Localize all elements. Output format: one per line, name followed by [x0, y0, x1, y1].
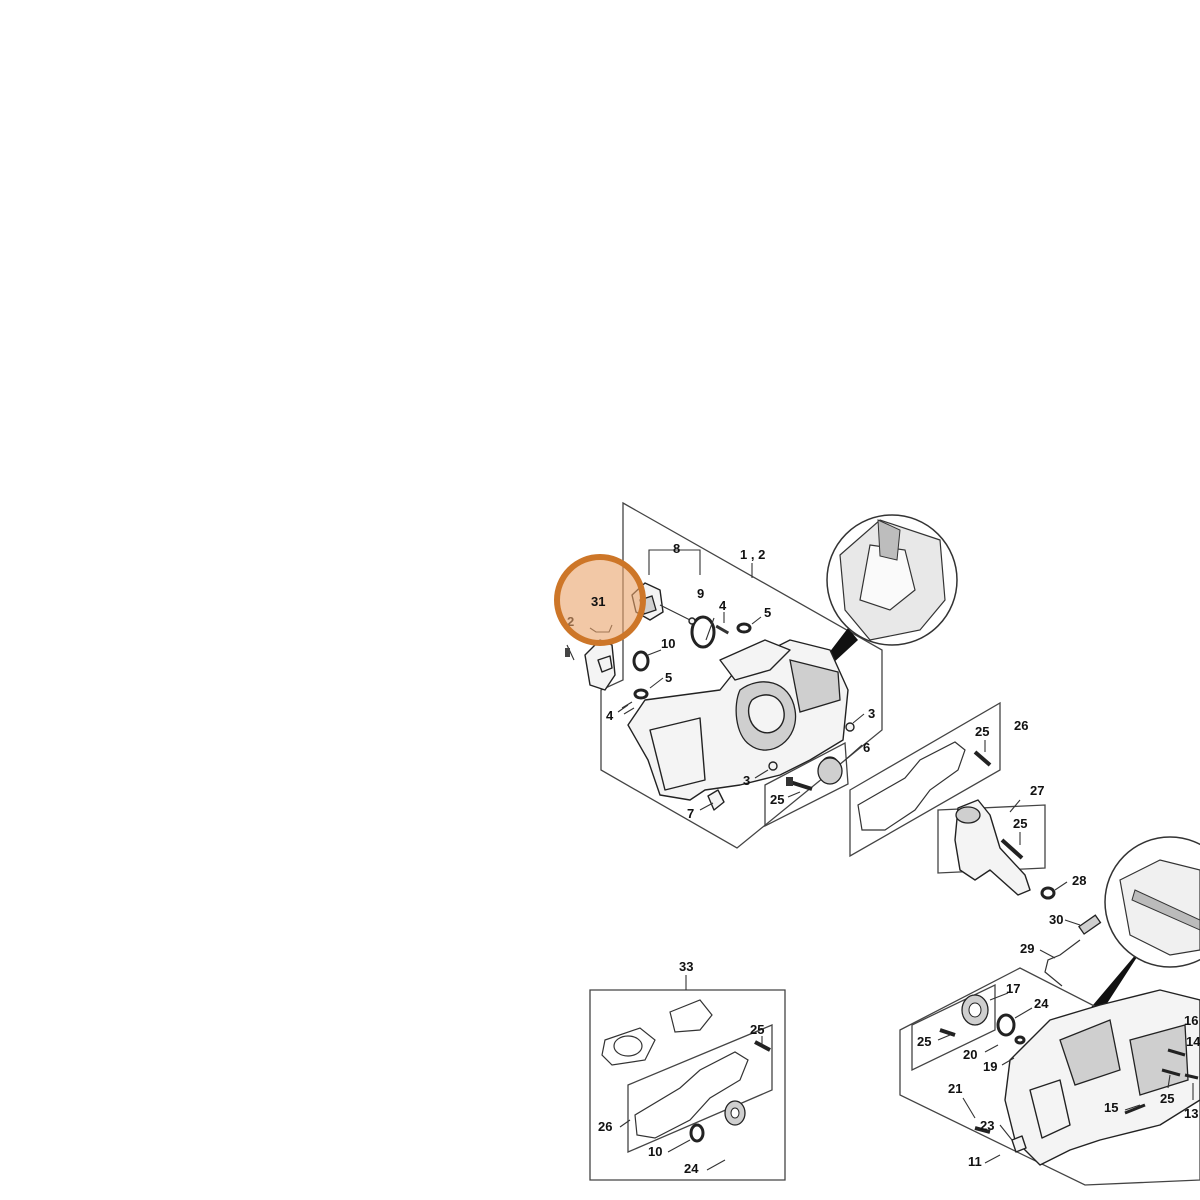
crankcase-lower-part: [1004, 989, 1200, 1166]
crankcase-half-part: [627, 639, 849, 801]
callout-26a: 26: [1014, 718, 1028, 733]
callout-30: 30: [1049, 912, 1063, 927]
callout-5b: 5: [665, 670, 672, 685]
callout-4b: 4: [606, 708, 614, 723]
callout-25c: 25: [1013, 816, 1027, 831]
callout-3b: 3: [743, 773, 750, 788]
callout-19: 19: [983, 1059, 997, 1074]
callout-25f: 25: [750, 1022, 764, 1037]
frame-crankshaft: [937, 804, 1046, 874]
callout-24a: 24: [1034, 996, 1049, 1011]
frame-gasket-set-inner: [627, 1024, 773, 1153]
callout-25e: 25: [1160, 1091, 1174, 1106]
gasket-part: [857, 741, 966, 831]
callout-17: 17: [1006, 981, 1020, 996]
gasket-set-parts: [601, 999, 771, 1143]
frame-crankcase-lower: [899, 967, 1200, 1186]
callout-15: 15: [1104, 1100, 1118, 1115]
gasket-screw: [973, 750, 992, 767]
callout-23: 23: [980, 1118, 994, 1133]
callout-1-2: 1 , 2: [740, 547, 765, 562]
callout-7: 7: [687, 806, 694, 821]
callout-10a: 10: [661, 636, 675, 651]
frame-bearing: [764, 741, 849, 828]
leader-lines: [617, 563, 1194, 1171]
callout-21: 21: [948, 1081, 962, 1096]
callout-24b: 24: [684, 1161, 699, 1176]
circlip-part: [1040, 886, 1056, 900]
lower-misc-parts: [974, 1048, 1199, 1153]
callout-25d: 25: [917, 1034, 931, 1049]
callout-26b: 26: [598, 1119, 612, 1134]
callout-29: 29: [1020, 941, 1034, 956]
highlight-circle[interactable]: [554, 554, 646, 646]
frame-crankcase-half: [600, 501, 883, 849]
callout-13: 13: [1184, 1106, 1198, 1121]
callout-11: 11: [968, 1154, 982, 1169]
oil-tube-part: [1044, 914, 1102, 987]
callout-20: 20: [963, 1047, 977, 1062]
crankshaft-part: [954, 799, 1031, 896]
bearing-lower-part: [939, 994, 1026, 1045]
callout-31: 31: [591, 594, 605, 609]
callout-labels: 1 , 2 8 9 4 5 10 5 4 3 6 3 25 7 2 25 26 …: [567, 541, 1200, 1176]
callout-25a: 25: [770, 792, 784, 807]
callout-33: 33: [679, 959, 693, 974]
highlight-marker[interactable]: 31: [554, 554, 646, 646]
callout-3a: 3: [868, 706, 875, 721]
frame-gasket-set: [589, 989, 786, 1181]
detail-inset-top: [793, 514, 958, 700]
callout-9: 9: [697, 586, 704, 601]
callout-6: 6: [863, 740, 870, 755]
callout-27: 27: [1030, 783, 1044, 798]
callout-28: 28: [1072, 873, 1086, 888]
bearing-screw-part: [786, 757, 843, 791]
callout-4a: 4: [719, 598, 727, 613]
frame-gasket: [849, 701, 1001, 858]
callout-10b: 10: [648, 1144, 662, 1159]
callout-25b: 25: [975, 724, 989, 739]
callout-16: 16: [1184, 1013, 1198, 1028]
callout-5a: 5: [764, 605, 771, 620]
callout-8: 8: [673, 541, 680, 556]
callout-14: 14: [1186, 1034, 1200, 1049]
detail-inset-bottom: [1082, 836, 1200, 1022]
